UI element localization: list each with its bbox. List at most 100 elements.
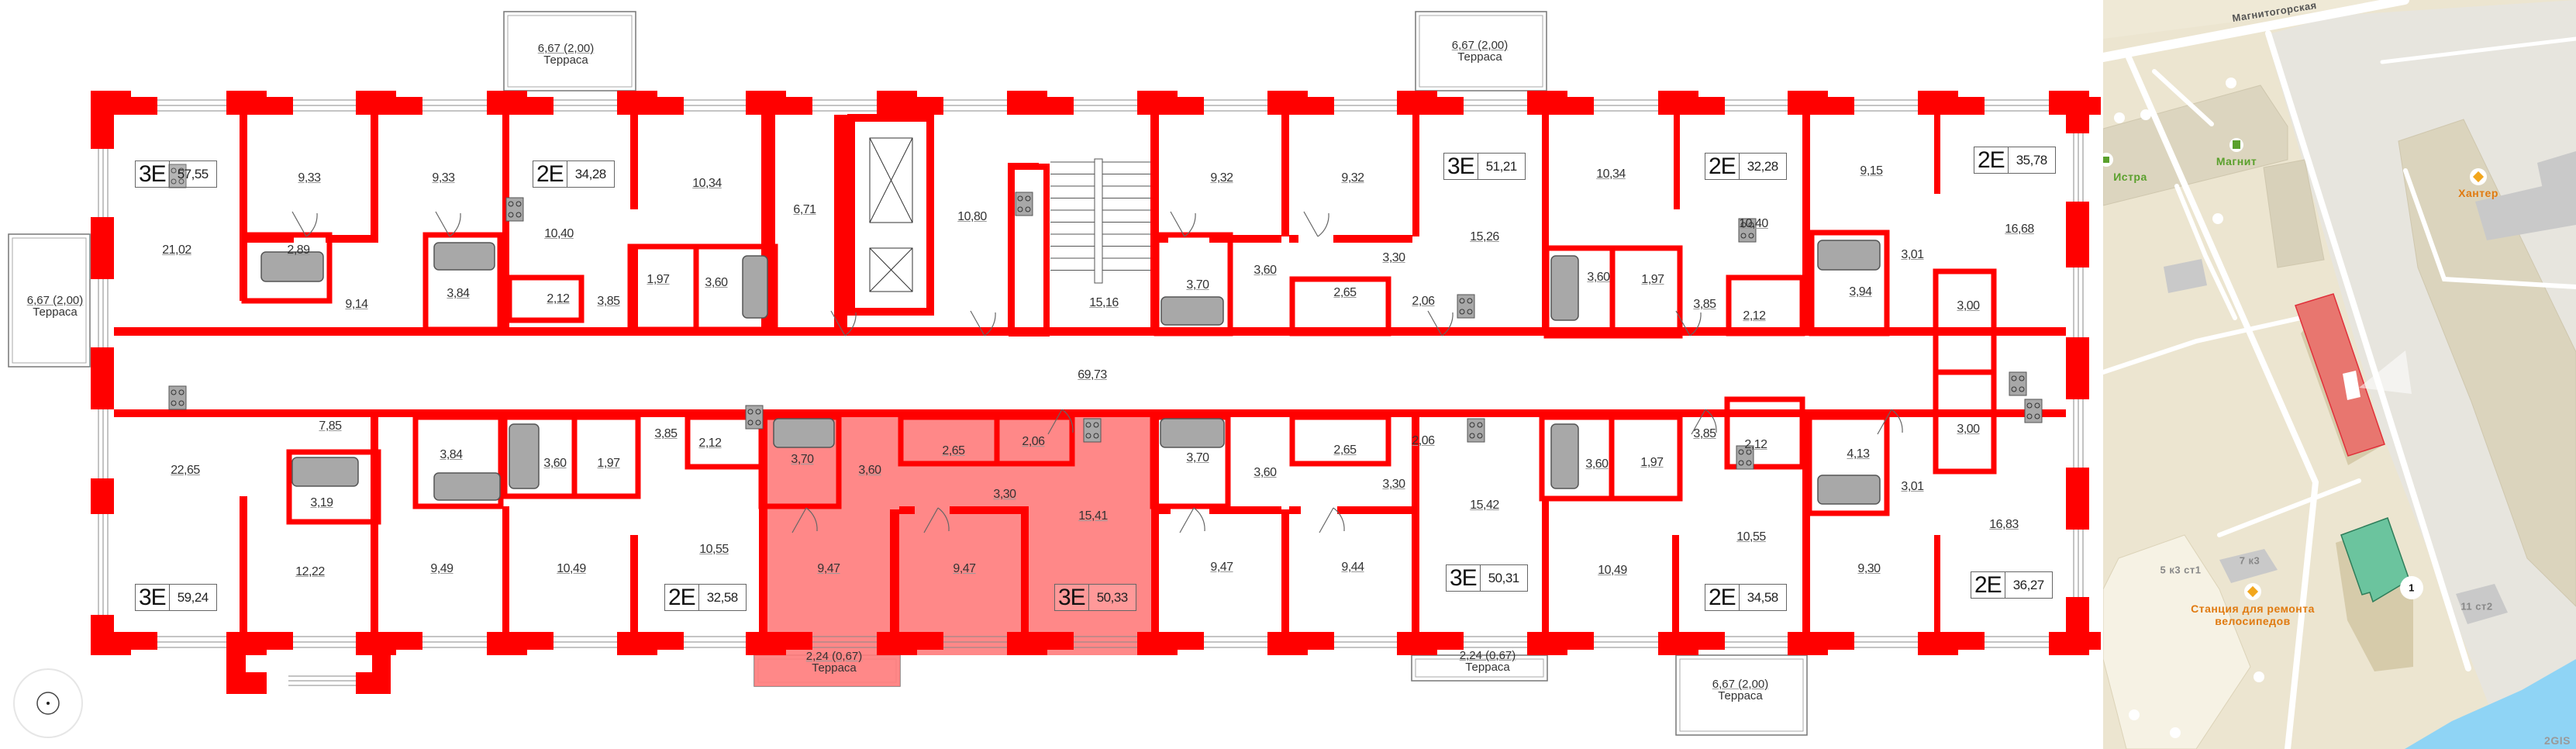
wall <box>240 115 247 301</box>
wall <box>1527 91 1567 115</box>
stove-burner <box>1085 433 1091 439</box>
apartment-area: 32,58 <box>706 590 739 605</box>
apartment-type: 2E <box>1705 154 1740 179</box>
wall <box>91 347 114 409</box>
wall <box>1021 509 1029 632</box>
room-area: 3,70 <box>791 453 814 466</box>
stove-burner <box>171 389 177 395</box>
floor-plan-drawing <box>8 11 2116 738</box>
stove-body <box>1015 192 1033 216</box>
door-swing <box>291 211 318 237</box>
stove-burner <box>1477 422 1483 428</box>
building <box>2263 159 2325 268</box>
room-area: 6,71 <box>793 203 816 216</box>
road <box>2174 184 2237 320</box>
apartment-label[interactable]: 2E 32,28 <box>1705 153 1787 180</box>
poi-label[interactable]: Магнит <box>2216 155 2257 167</box>
apartment-type: 2E <box>665 585 699 610</box>
parking-icon <box>2226 78 2236 88</box>
terrace-frame <box>1411 654 1548 682</box>
stove-burner <box>178 400 184 406</box>
stove-body <box>1457 294 1475 319</box>
wall <box>746 632 786 655</box>
wall <box>396 632 422 650</box>
wall <box>1397 91 1437 115</box>
room-area: 16,83 <box>1989 518 2019 531</box>
wall <box>2066 91 2089 133</box>
terrace-name: Терраса <box>1718 689 1763 702</box>
stove-icon <box>1015 192 1033 216</box>
door-swing <box>1691 409 1717 435</box>
bathtub-icon <box>291 457 359 487</box>
wall <box>1281 115 1289 236</box>
terrace-frame <box>1415 11 1547 91</box>
poi-label[interactable]: Хантер <box>2458 187 2498 199</box>
stove-burner <box>1738 460 1744 466</box>
apartment-area: 32,28 <box>1747 159 1779 174</box>
room-area: 3,85 <box>597 295 620 308</box>
poi-label[interactable]: Станция для ремонта <box>2191 602 2315 615</box>
stove-burner <box>1025 206 1031 212</box>
stove-burner <box>2011 386 2017 392</box>
terrace-label: 6,67 (2,00)Терраса <box>538 43 595 66</box>
map-brand-logo[interactable]: 2GIS <box>2544 734 2571 747</box>
poi-label[interactable]: Истра <box>2113 171 2147 183</box>
poi-label[interactable]: велосипедов <box>2215 615 2291 627</box>
wall <box>2089 632 2116 650</box>
wall <box>91 217 114 279</box>
bathtub-icon <box>509 423 540 489</box>
wall <box>240 496 247 632</box>
wall <box>917 632 943 650</box>
wall <box>527 97 553 115</box>
wall <box>1958 97 1985 115</box>
apartment-area: 34,58 <box>1747 590 1779 605</box>
bathtub-icon <box>1160 296 1224 326</box>
wall <box>1047 97 1074 115</box>
room-area: 12,22 <box>295 565 325 578</box>
wall <box>1788 91 1828 115</box>
selected-section-marker <box>2343 371 2360 400</box>
elevator-icon <box>869 137 913 223</box>
building-label[interactable]: 7 к3 <box>2239 554 2260 567</box>
wall <box>877 91 917 115</box>
wall <box>1658 632 1698 655</box>
building-label[interactable]: 5 к3 ст1 <box>2160 564 2202 576</box>
apartment-area: 51,21 <box>1485 159 1518 174</box>
stair-wall <box>1009 164 1050 337</box>
apartment-type: 2E <box>533 161 567 187</box>
parking-icon <box>2140 109 2151 120</box>
wall <box>1918 91 1958 115</box>
apartment-label[interactable]: 2E 32,58 <box>664 584 747 611</box>
wall <box>2066 468 2089 530</box>
stove-burner <box>171 178 177 185</box>
stove-burner <box>2019 386 2025 392</box>
bathtub-icon <box>742 255 768 319</box>
bathtub-icon <box>773 418 835 448</box>
door-swing <box>791 507 818 533</box>
wall <box>114 409 2066 417</box>
wall <box>834 115 847 336</box>
wall <box>226 672 267 694</box>
stove-body <box>2024 399 2043 423</box>
bathroom-wall <box>1289 276 1391 337</box>
bathroom-wall <box>1154 232 1233 337</box>
building-badge-label[interactable]: 1 <box>2409 582 2415 594</box>
parking-icon <box>2170 727 2181 738</box>
room-area: 9,15 <box>1860 164 1883 178</box>
building-label[interactable]: 11 ст2 <box>2460 600 2493 613</box>
stove-burner <box>2034 413 2040 419</box>
apartment-type: 2E <box>1971 572 2005 598</box>
building-7k3 <box>2219 549 2278 583</box>
bathtub-icon <box>260 251 324 282</box>
